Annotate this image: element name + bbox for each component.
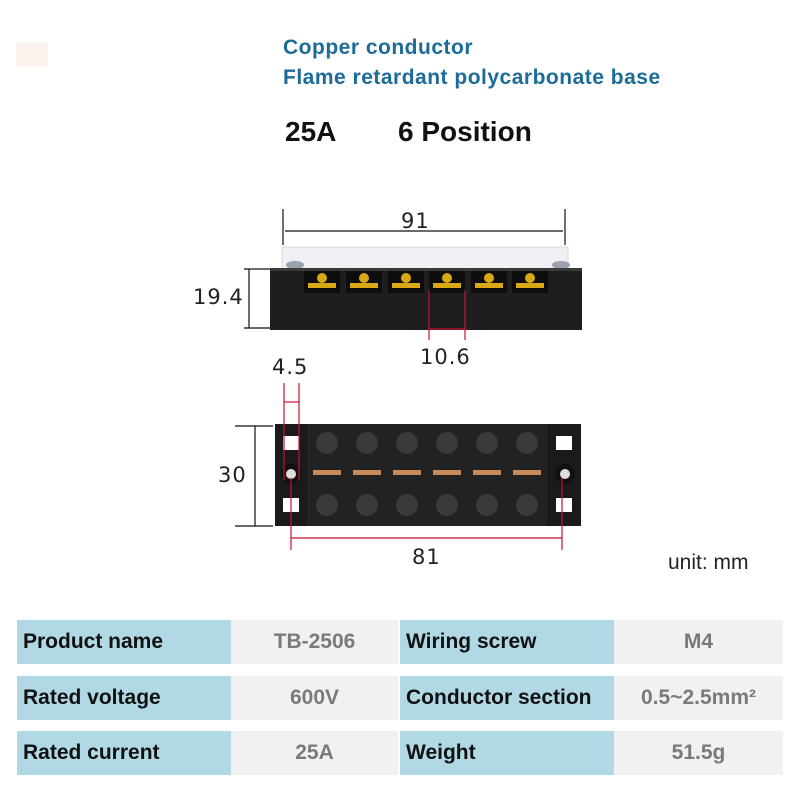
label-overall-length: 91 (401, 209, 430, 233)
side-view-block (270, 246, 582, 330)
dimension-mount-hole-spacing (290, 478, 563, 550)
spec-label-rated-current: Rated current (17, 731, 231, 775)
rating-label: 25A (285, 116, 337, 147)
dimension-width (235, 425, 273, 527)
label-mount-hole-offset: 4.5 (272, 355, 309, 379)
label-mount-hole-spacing: 81 (412, 545, 441, 569)
spec-label-rated-voltage: Rated voltage (17, 676, 231, 720)
top-view-block (275, 424, 581, 526)
label-width: 30 (218, 463, 247, 487)
feature-flame-retardant-base: Flame retardant polycarbonate base (283, 66, 661, 89)
spec-value-conductor-section: 0.5~2.5mm² (614, 676, 783, 720)
label-height: 19.4 (193, 285, 244, 309)
spec-value-product-name: TB-2506 (231, 620, 398, 664)
terminal-block-diagram (235, 209, 582, 550)
spec-label-product-name: Product name (17, 620, 231, 664)
feature-copper-conductor: Copper conductor (283, 36, 473, 59)
spec-value-rated-voltage: 600V (231, 676, 398, 720)
spec-value-wiring-screw: M4 (614, 620, 783, 664)
spec-label-conductor-section: Conductor section (400, 676, 614, 720)
spec-value-weight: 51.5g (614, 731, 783, 775)
spec-value-rated-current: 25A (231, 731, 398, 775)
dimension-mount-hole-offset (283, 383, 300, 480)
dimension-height (244, 268, 270, 329)
spec-label-wiring-screw: Wiring screw (400, 620, 614, 664)
positions-label: 6 Position (398, 116, 532, 147)
unit-label: unit: mm (668, 551, 749, 574)
label-terminal-pitch: 10.6 (420, 345, 471, 369)
dimension-overall-length (282, 209, 566, 245)
dimension-terminal-pitch (428, 290, 466, 340)
spec-label-weight: Weight (400, 731, 614, 775)
watermark (16, 42, 48, 67)
